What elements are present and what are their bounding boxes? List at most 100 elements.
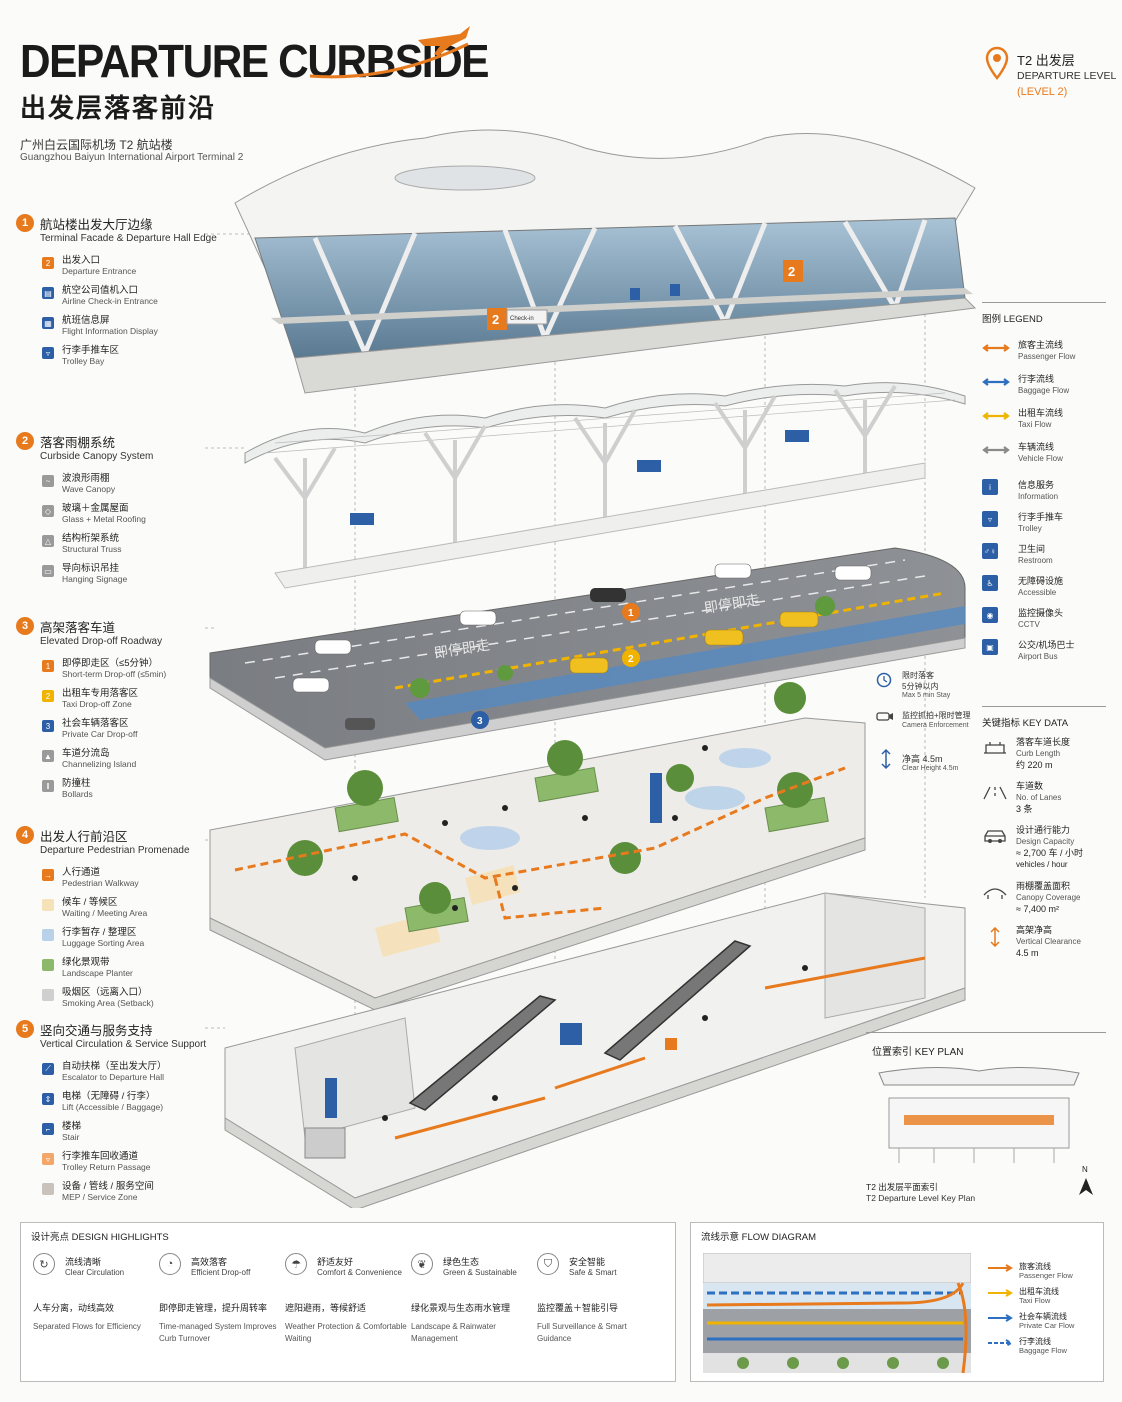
key-data-icon <box>990 927 1000 947</box>
note-time-en: Max 5 min Stay <box>902 692 951 699</box>
section-item-cn: 导向标识吊挂 <box>62 563 120 574</box>
subtitle-cn: 广州白云国际机场 T2 航站楼 <box>20 138 173 152</box>
section-1: 1 航站楼出发大厅边缘 Terminal Facade & Departure … <box>16 214 226 375</box>
promenade-layer <box>209 682 866 1011</box>
key-data-value: 3 条 <box>1016 804 1033 814</box>
section-title-en: Departure Pedestrian Promenade <box>40 845 190 856</box>
highlight-title-en: Safe & Smart <box>569 1268 617 1277</box>
section-item: 吸烟区（远离入口） Smoking Area (Setback) <box>42 987 226 1009</box>
note-height-en: Clear Height 4.5m <box>902 765 959 772</box>
section-item-cn: 设备 / 管线 / 服务空间 <box>62 1181 154 1192</box>
legend-item-cn: 信息服务 <box>1018 480 1055 490</box>
section-item-cn: 即停即走区（≤5分钟） <box>62 658 158 669</box>
key-data-item: 高架净高 Vertical Clearance 4.5 m <box>982 925 1106 959</box>
flow-diagram-title: 流线示意 FLOW DIAGRAM <box>701 1232 817 1243</box>
key-data-value2: vehicles / hour <box>1016 860 1068 869</box>
section-item-en: Bollards <box>62 789 93 799</box>
legend-symbol-icon: ♂♀ <box>982 543 998 559</box>
section-item-en: Lift (Accessible / Baggage) <box>62 1102 164 1112</box>
section-item-en: Structural Truss <box>62 544 122 554</box>
roadway-notes: 限时落客 5分钟以内 Max 5 min Stay 监控抓拍+限时管理 Came… <box>876 670 976 780</box>
section-item: ▿ 行李推车回收通道 Trolley Return Passage <box>42 1151 226 1173</box>
section-item: 设备 / 管线 / 服务空间 MEP / Service Zone <box>42 1181 226 1203</box>
highlight-desc-en: Landscape & Rainwater Management <box>411 1322 496 1343</box>
flow-arrow-icon <box>988 1264 1013 1272</box>
key-data-value: 4.5 m <box>1016 948 1039 958</box>
key-data-en: Design Capacity <box>1016 837 1075 846</box>
section-item: ⟋ 自动扶梯（至出发大厅） Escalator to Departure Hal… <box>42 1061 226 1083</box>
highlight-title-en: Comfort & Convenience <box>317 1268 402 1277</box>
key-plan-caption-en: T2 Departure Level Key Plan <box>866 1193 976 1203</box>
legend-symbol-icon: ▣ <box>982 639 998 655</box>
section-item: △ 结构桁架系统 Structural Truss <box>42 533 226 555</box>
key-data-en: Canopy Coverage <box>1016 893 1081 902</box>
section-item-en: Hanging Signage <box>62 574 128 584</box>
section-title-cn: 出发人行前沿区 <box>40 830 128 844</box>
legend-item-en: Airport Bus <box>1018 652 1058 661</box>
section-item-cn: 行李推车回收通道 <box>62 1151 139 1162</box>
legend-item-en: Taxi Flow <box>1018 420 1052 429</box>
flow-diagram-box: 流线示意 FLOW DIAGRAM 旅客流线 Passenger Flow 出租… <box>690 1222 1104 1382</box>
section-item-icon: ▿ <box>42 1153 54 1165</box>
legend-item-cn: 无障碍设施 <box>1018 576 1064 586</box>
section-item-cn: 航空公司值机入口 <box>62 285 139 296</box>
svg-text:3: 3 <box>477 716 483 727</box>
note-camera-cn: 监控抓拍+限时管理 <box>902 711 971 720</box>
section-item: ▭ 导向标识吊挂 Hanging Signage <box>42 563 226 585</box>
section-item-cn: 波浪形雨棚 <box>62 473 110 484</box>
section-item-cn: 出租车专用落客区 <box>62 688 139 699</box>
legend-item-en: Baggage Flow <box>1018 386 1070 395</box>
section-item-en: Waiting / Meeting Area <box>62 908 148 918</box>
section-item: ▿ 行李手推车区 Trolley Bay <box>42 345 226 367</box>
subtitle-en: Guangzhou Baiyun International Airport T… <box>20 152 244 163</box>
canopy-layer <box>244 382 966 589</box>
highlight-desc-cn: 遮阳避雨，等候舒适 <box>285 1303 367 1313</box>
section-item: 2 出租车专用落客区 Taxi Drop-off Zone <box>42 688 226 710</box>
key-data-value: 约 220 m <box>1016 760 1053 770</box>
key-data-item: 雨棚覆盖面积 Canopy Coverage ≈ 7,400 m² <box>982 881 1106 915</box>
section-header: 5 竖向交通与服务支持 Vertical Circulation & Servi… <box>16 1020 226 1051</box>
highlight-title-cn: 高效落客 <box>191 1257 228 1267</box>
note-time-cn2: 5分钟以内 <box>902 682 939 691</box>
door-sign-text: Check-in <box>510 316 534 322</box>
highlight-desc-cn: 人车分离，动线高效 <box>33 1303 115 1313</box>
legend-icon-item: i 信息服务 Information <box>982 479 1106 511</box>
exploded-axonometric-illustration: 2 Check-in 2 即停即走 即停 <box>205 129 977 1208</box>
highlight-desc-en: Weather Protection & Comfortable Waiting <box>285 1322 407 1343</box>
legend-flow-item: 出租车流线 Taxi Flow <box>982 407 1106 441</box>
svg-text:2: 2 <box>492 312 499 327</box>
section-item-icon: ‖ <box>42 780 54 792</box>
section-number-badge: 5 <box>16 1020 34 1038</box>
section-item-icon: ▿ <box>42 347 54 359</box>
section-item-icon: → <box>42 869 54 881</box>
people-figures <box>352 745 808 1121</box>
section-item: ◇ 玻璃＋金属屋面 Glass + Metal Roofing <box>42 503 226 525</box>
section-item-cn: 自动扶梯（至出发大厅） <box>62 1061 167 1072</box>
svg-text:2: 2 <box>628 654 634 665</box>
legend-flow-item: 车辆流线 Vehicle Flow <box>982 441 1106 475</box>
highlight-desc-en: Time-managed System Improves Curb Turnov… <box>159 1322 277 1343</box>
key-data-cn: 设计通行能力 <box>1016 825 1071 835</box>
section-4: 4 出发人行前沿区 Departure Pedestrian Promenade… <box>16 826 226 1017</box>
section-item-en: Pedestrian Walkway <box>62 878 139 888</box>
section-item-en: Trolley Return Passage <box>62 1162 151 1172</box>
note-time-limit: 限时落客 5分钟以内 Max 5 min Stay <box>876 670 976 708</box>
key-data-panel: 关键指标 KEY DATA 落客车道长度 Curb Length 约 220 m… <box>982 706 1106 965</box>
section-item: 1 即停即走区（≤5分钟） Short-term Drop-off (≤5min… <box>42 658 226 680</box>
legend-symbol-icon: i <box>982 479 998 495</box>
legend-arrow-icon <box>982 446 1010 454</box>
section-item-icon: ⟋ <box>42 1063 54 1075</box>
legend-symbol-icon: ▿ <box>982 511 998 527</box>
section-item-en: Wave Canopy <box>62 484 116 494</box>
key-plan-panel: 位置索引 KEY PLAN T2 出发层平面索引 T2 Departure Le… <box>866 1032 1106 1212</box>
page-title: DEPARTURE CURBSIDE <box>20 35 490 87</box>
section-number-badge: 1 <box>16 214 34 232</box>
section-item-cn: 车道分流岛 <box>62 748 110 759</box>
flow-item-cn: 行李流线 <box>1019 1337 1051 1346</box>
legend-item-cn: 出租车流线 <box>1018 408 1064 418</box>
section-item-icon: ~ <box>42 475 54 487</box>
svg-text:1: 1 <box>628 608 634 619</box>
level-badge: T2 出发层 DEPARTURE LEVEL (LEVEL 2) <box>985 46 1116 98</box>
roadway-layer: 即停即走 即停即走 1 2 3 <box>209 547 966 761</box>
legend-item-en: Vehicle Flow <box>1018 454 1063 463</box>
